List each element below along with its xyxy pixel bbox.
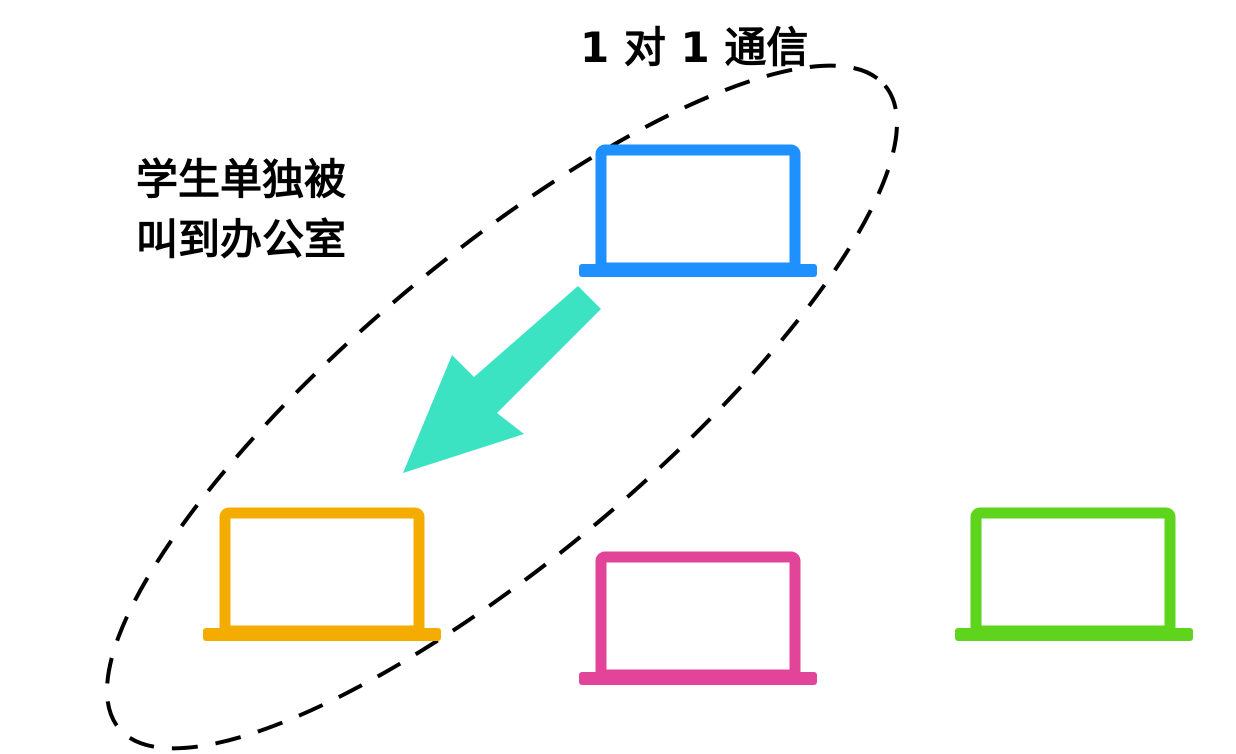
orange-laptop-icon <box>203 507 441 641</box>
side-annotation-line-2: 叫到办公室 <box>136 215 347 264</box>
side-annotation-line-1: 学生单独被 <box>136 155 347 204</box>
title-label: 1 对 1 通信 <box>580 23 809 72</box>
arrow-icon <box>403 286 601 473</box>
blue-laptop-icon <box>579 144 817 277</box>
unicast-group-ellipse <box>105 63 899 751</box>
green-laptop-icon <box>955 507 1193 641</box>
side-annotation: 学生单独被 叫到办公室 <box>136 150 346 270</box>
pink-laptop-icon <box>579 551 817 685</box>
